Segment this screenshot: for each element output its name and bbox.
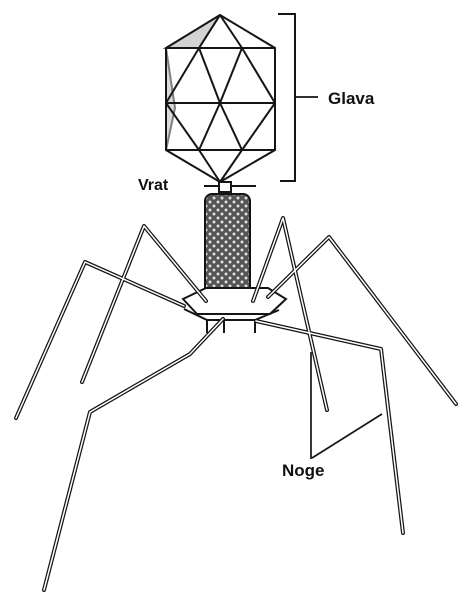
head-capsid: [166, 15, 275, 182]
head-bracket: [278, 14, 295, 181]
neck-label: Vrat: [138, 178, 168, 194]
neck: [204, 182, 256, 192]
tail-sheath: [205, 194, 250, 300]
head-label: Glava: [328, 90, 374, 107]
legs-label: Noge: [282, 462, 325, 479]
leg-pointer-lines: [311, 352, 382, 459]
